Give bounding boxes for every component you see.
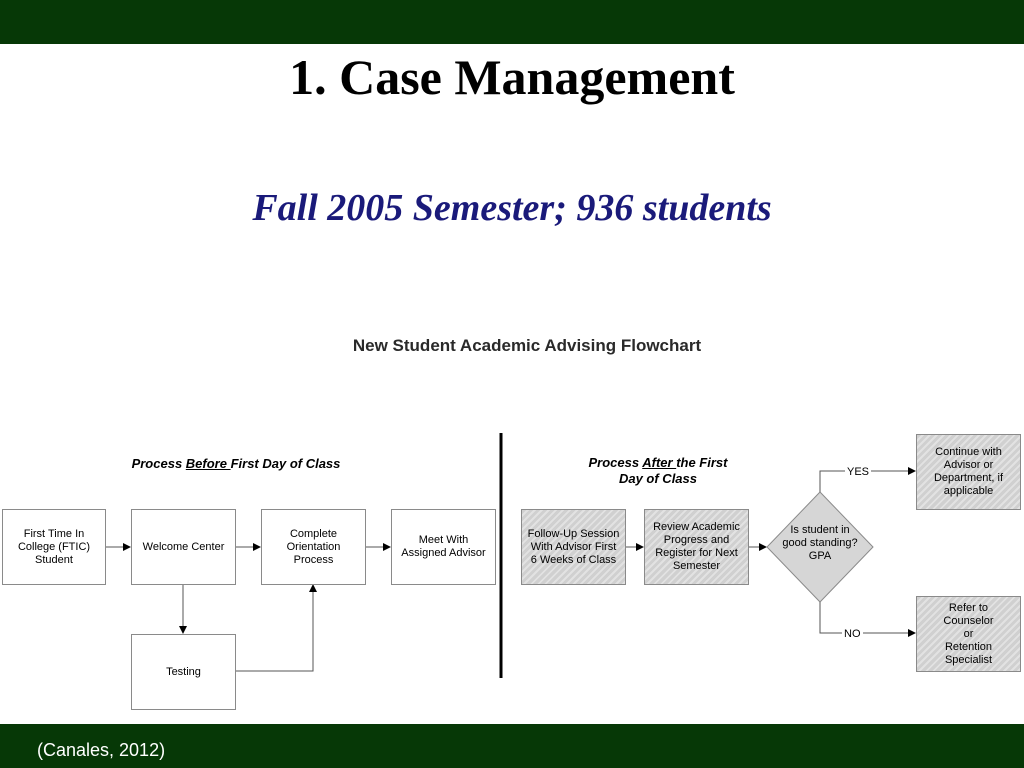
arrow-testing-to-orientation bbox=[236, 584, 317, 672]
node-continue-advisor: Continue with Advisor or Department, if … bbox=[916, 434, 1021, 510]
node-orientation-label: Complete Orientation Process bbox=[286, 527, 341, 566]
slide-subtitle: Fall 2005 Semester; 936 students bbox=[252, 187, 772, 229]
branch-yes-label: YES bbox=[845, 466, 872, 478]
arrow-no-branch bbox=[819, 602, 916, 637]
node-welcome-label: Welcome Center bbox=[142, 540, 225, 553]
node-testing-label: Testing bbox=[166, 665, 201, 678]
node-welcome-center: Welcome Center bbox=[131, 509, 236, 585]
phase-after-emph: After bbox=[642, 455, 677, 470]
phase-before-emph: Before bbox=[185, 456, 231, 471]
phase-after-post: the First Day of Class bbox=[618, 455, 728, 486]
slide-title: 1. Case Management bbox=[289, 49, 735, 105]
node-continue-label: Continue with Advisor or Department, if … bbox=[933, 446, 1004, 497]
phase-before-pre: Process bbox=[131, 456, 186, 471]
phase-before-label: Process Before First Day of Class bbox=[110, 456, 362, 472]
node-followup-label: Follow-Up Session With Advisor First 6 W… bbox=[527, 527, 620, 566]
top-band bbox=[0, 0, 1024, 44]
node-meet-advisor: Meet With Assigned Advisor bbox=[391, 509, 496, 585]
branch-no-label: NO bbox=[842, 628, 863, 640]
arrow-yes-branch bbox=[819, 467, 916, 492]
node-testing: Testing bbox=[131, 634, 236, 710]
node-refer-label: Refer to Counselor or Retention Speciali… bbox=[943, 601, 994, 666]
flowchart-title: New Student Academic Advising Flowchart bbox=[352, 336, 702, 355]
node-advisor-label: Meet With Assigned Advisor bbox=[401, 534, 486, 559]
node-ftic-student: First Time In College (FTIC) Student bbox=[2, 509, 106, 585]
phase-before-post: First Day of Class bbox=[230, 456, 341, 471]
citation: (Canales, 2012) bbox=[37, 740, 166, 760]
node-followup-session: Follow-Up Session With Advisor First 6 W… bbox=[521, 509, 626, 585]
node-ftic-label: First Time In College (FTIC) Student bbox=[17, 527, 91, 566]
decision-label: Is student in good standing? GPA bbox=[782, 524, 858, 562]
phase-after-pre: Process bbox=[588, 455, 643, 470]
node-review-label: Review Academic Progress and Register fo… bbox=[653, 521, 740, 572]
bottom-band bbox=[0, 724, 1024, 768]
node-refer-counselor: Refer to Counselor or Retention Speciali… bbox=[916, 596, 1021, 672]
node-review-progress: Review Academic Progress and Register fo… bbox=[644, 509, 749, 585]
phase-after-label: Process After the First Day of Class bbox=[566, 455, 750, 487]
node-orientation: Complete Orientation Process bbox=[261, 509, 366, 585]
